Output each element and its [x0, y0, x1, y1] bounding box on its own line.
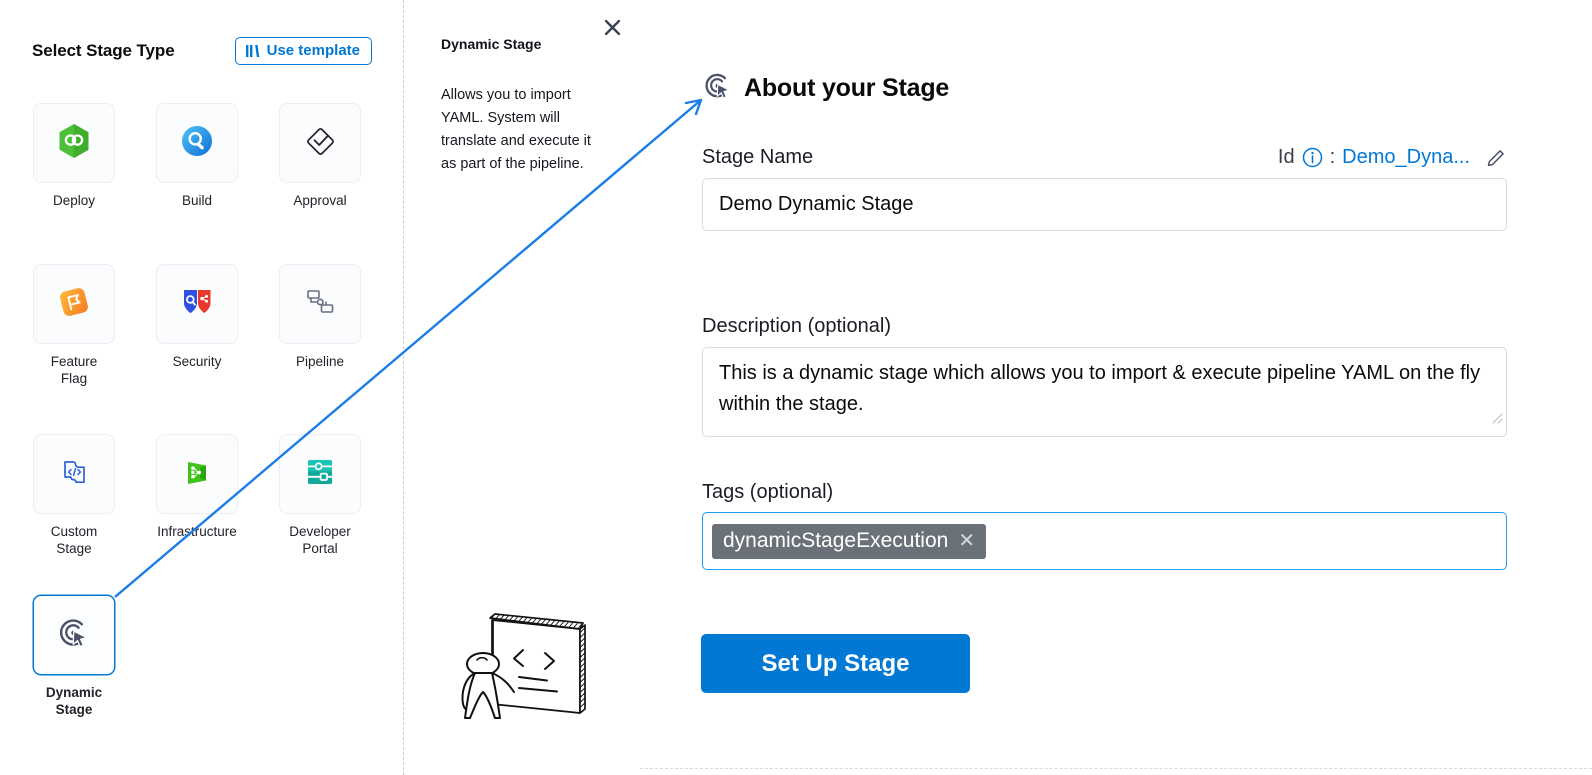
stage-name-input[interactable]: Demo Dynamic Stage — [702, 178, 1507, 231]
select-stage-type-panel: Select Stage Type Use template — [0, 0, 403, 775]
stage-type-card-pipeline[interactable] — [279, 264, 361, 344]
id-value[interactable]: Demo_Dyna... — [1342, 146, 1470, 168]
stage-type-label-build: Build — [181, 193, 213, 208]
stage-type-card-dynamic-stage[interactable] — [33, 595, 115, 675]
stage-type-label-dynamic-stage: Dynamic Stage — [45, 685, 103, 717]
tag-remove-icon[interactable]: ✕ — [958, 529, 976, 552]
id-prefix-label: Id — [1277, 146, 1295, 168]
about-your-stage-panel: About your Stage Stage Name Id : Demo — [640, 0, 1592, 775]
stage-type-cell-feature-flag: Feature Flag — [33, 264, 115, 434]
stage-type-cell-security: Security — [156, 264, 238, 434]
close-icon[interactable] — [600, 15, 624, 39]
template-icon — [245, 44, 261, 58]
stage-info-description: Allows you to import YAML. System will t… — [441, 87, 591, 172]
pipeline-nodes-icon — [304, 287, 336, 322]
tag-chip-label: dynamicStageExecution — [723, 528, 949, 552]
stage-type-label-approval: Approval — [293, 193, 347, 208]
stage-type-label-deploy: Deploy — [52, 193, 96, 208]
stage-type-grid: Deploy — [33, 103, 373, 604]
description-textarea[interactable]: This is a dynamic stage which allows you… — [702, 347, 1507, 437]
description-label-row: Description (optional) — [702, 315, 1507, 338]
use-template-label: Use template — [266, 42, 360, 59]
left-panel-header: Select Stage Type Use template — [32, 36, 372, 66]
tag-chip[interactable]: dynamicStageExecution ✕ — [712, 523, 987, 559]
feature-flag-icon — [57, 285, 91, 324]
bottom-divider — [640, 768, 1592, 769]
stage-type-cell-deploy: Deploy — [33, 103, 115, 264]
infrastructure-icon — [182, 456, 212, 493]
stage-name-value: Demo Dynamic Stage — [719, 193, 914, 215]
stage-type-cell-approval: Approval — [279, 103, 361, 264]
about-header: About your Stage — [702, 70, 949, 107]
stage-type-card-deploy[interactable] — [33, 103, 115, 183]
stage-info-panel: Dynamic Stage Allows you to import YAML.… — [403, 0, 640, 775]
approval-check-diamond-icon — [303, 124, 337, 163]
dynamic-stage-cursor-target-icon — [702, 70, 734, 107]
description-field: Description (optional) This is a dynamic… — [702, 315, 1507, 437]
stage-name-label-row: Stage Name Id : Demo_Dyna... — [702, 146, 1507, 169]
about-your-stage-title: About your Stage — [744, 74, 950, 102]
stage-type-card-infrastructure[interactable] — [156, 434, 238, 514]
page-title: Select Stage Type — [32, 41, 175, 60]
stage-type-card-approval[interactable] — [279, 103, 361, 183]
pencil-edit-icon[interactable] — [1485, 147, 1507, 169]
tags-label-row: Tags (optional) — [702, 481, 1507, 504]
stage-type-label-custom-stage: Custom Stage — [50, 524, 98, 556]
info-circle-icon[interactable] — [1302, 147, 1323, 168]
stage-type-cell-dynamic-stage: Dynamic Stage — [33, 595, 115, 718]
stage-name-field: Stage Name Id : Demo_Dyna... — [702, 146, 1507, 231]
id-separator: : — [1329, 146, 1336, 168]
stage-type-label-infrastructure: Infrastructure — [157, 524, 237, 539]
stage-type-card-feature-flag[interactable] — [33, 264, 115, 344]
stage-info-title: Dynamic Stage — [441, 36, 542, 52]
custom-code-puzzle-icon — [58, 456, 90, 493]
use-template-button[interactable]: Use template — [234, 37, 372, 65]
deploy-hexagon-icon — [57, 123, 91, 164]
build-magnifier-icon — [180, 124, 214, 163]
stage-type-cell-pipeline: Pipeline — [279, 264, 361, 434]
description-value: This is a dynamic stage which allows you… — [719, 362, 1481, 415]
stage-type-cell-custom-stage: Custom Stage — [33, 434, 115, 604]
stage-type-card-security[interactable] — [156, 264, 238, 344]
stage-type-card-custom-stage[interactable] — [33, 434, 115, 514]
stage-type-cell-build: Build — [156, 103, 238, 264]
dynamic-stage-cursor-target-icon — [56, 615, 92, 656]
description-label: Description (optional) — [702, 315, 891, 337]
person-presenting-code-board-illustration — [435, 600, 615, 730]
tags-label: Tags (optional) — [702, 481, 834, 503]
stage-type-label-developer-portal: Developer Portal — [289, 524, 351, 556]
stage-type-label-feature-flag: Feature Flag — [50, 354, 98, 386]
stage-type-label-pipeline: Pipeline — [295, 354, 345, 369]
tags-input[interactable]: dynamicStageExecution ✕ — [702, 512, 1507, 570]
stage-type-card-build[interactable] — [156, 103, 238, 183]
stage-type-cell-infrastructure: Infrastructure — [156, 434, 238, 604]
developer-portal-icon — [304, 456, 336, 493]
set-up-stage-button[interactable]: Set Up Stage — [701, 634, 970, 693]
stage-identifier: Id : Demo_Dyna... — [1278, 146, 1507, 169]
stage-type-card-developer-portal[interactable] — [279, 434, 361, 514]
security-shields-icon — [179, 286, 215, 323]
stage-name-label: Stage Name — [702, 146, 814, 168]
resize-grip-icon[interactable] — [1490, 403, 1503, 434]
stage-type-cell-developer-portal: Developer Portal — [279, 434, 361, 604]
stage-type-label-security: Security — [172, 354, 222, 369]
tags-field: Tags (optional) dynamicStageExecution ✕ — [702, 481, 1507, 570]
